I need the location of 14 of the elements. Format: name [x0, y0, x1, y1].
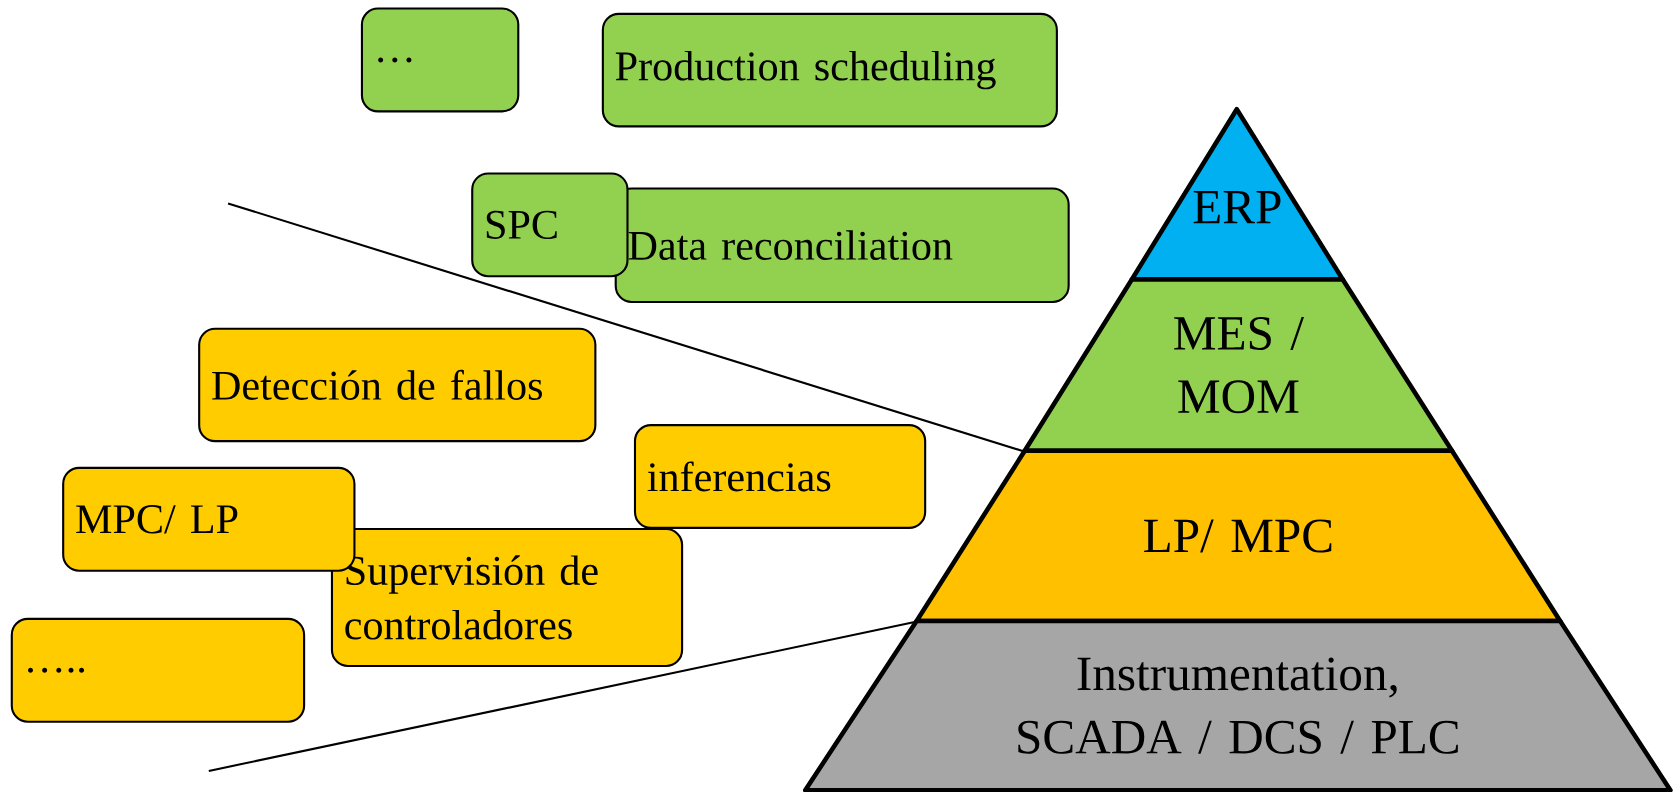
pyramid-layer: LP/ MPC — [914, 448, 1563, 624]
pyramid-layer: MES / MOM — [1022, 277, 1455, 453]
line — [227, 202, 1025, 453]
line — [208, 620, 917, 772]
rounded-box: Supervisión de controladores — [330, 527, 684, 667]
pyramid-layer: Instrumentation, SCADA / DCS / PLC — [802, 618, 1673, 792]
rounded-box: Production scheduling — [601, 12, 1058, 128]
rounded-box: SPC — [471, 172, 629, 278]
rounded-box: inferencias — [633, 423, 927, 529]
rounded-box: ….. — [10, 617, 306, 723]
pyramid-layer: ERP — [1129, 106, 1346, 282]
rounded-box: Data reconciliation — [614, 187, 1070, 303]
rounded-box: … — [360, 7, 520, 113]
rounded-box: Detección de fallos — [198, 327, 597, 443]
